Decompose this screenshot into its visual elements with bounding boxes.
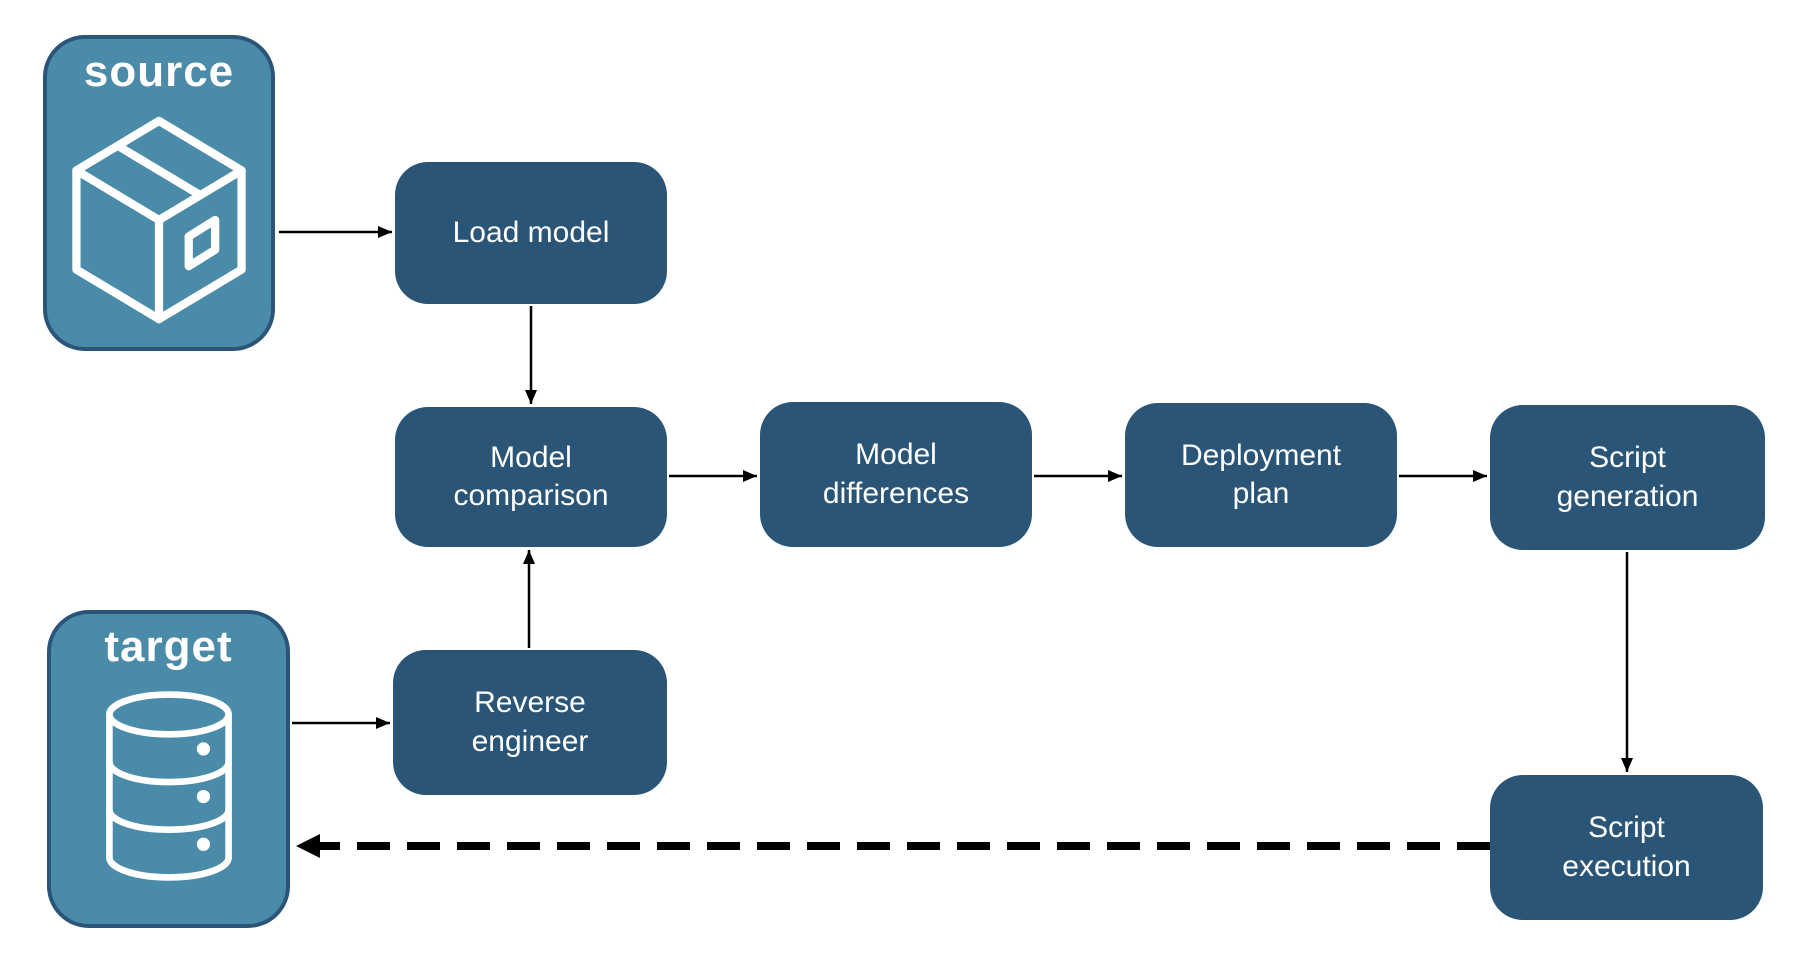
node-model-comparison: Model comparison	[395, 407, 667, 547]
node-script-execution: Script execution	[1490, 775, 1763, 920]
node-label-line: generation	[1556, 479, 1699, 513]
node-reverse-engineer: Reverse engineer	[393, 650, 667, 795]
node-label-line: engineer	[471, 724, 589, 758]
node-label-line: Model	[490, 440, 572, 474]
node-label-line: comparison	[453, 479, 609, 512]
node-label-line: Reverse	[474, 686, 586, 720]
node-label-line: plan	[1232, 477, 1290, 510]
node-script-generation: Script generation	[1490, 405, 1765, 550]
container-target: target	[47, 610, 290, 928]
node-deployment-plan: Deployment plan	[1125, 403, 1397, 547]
node-label-line: Model	[855, 438, 937, 472]
source-label: source	[83, 47, 235, 96]
node-label-line: Script	[1588, 811, 1665, 845]
node-label-line: Load model	[452, 215, 610, 249]
container-source: source	[43, 35, 275, 351]
package-icon	[72, 116, 246, 324]
database-icon	[105, 691, 232, 881]
node-model-differences: Model differences	[760, 402, 1032, 547]
node-label-line: differences	[822, 476, 970, 510]
node-load-model: Load model	[395, 162, 667, 304]
target-label: target	[104, 622, 233, 671]
node-label-line: execution	[1562, 849, 1691, 883]
node-label-line: Deployment	[1180, 438, 1342, 472]
node-label-line: Script	[1589, 441, 1666, 475]
